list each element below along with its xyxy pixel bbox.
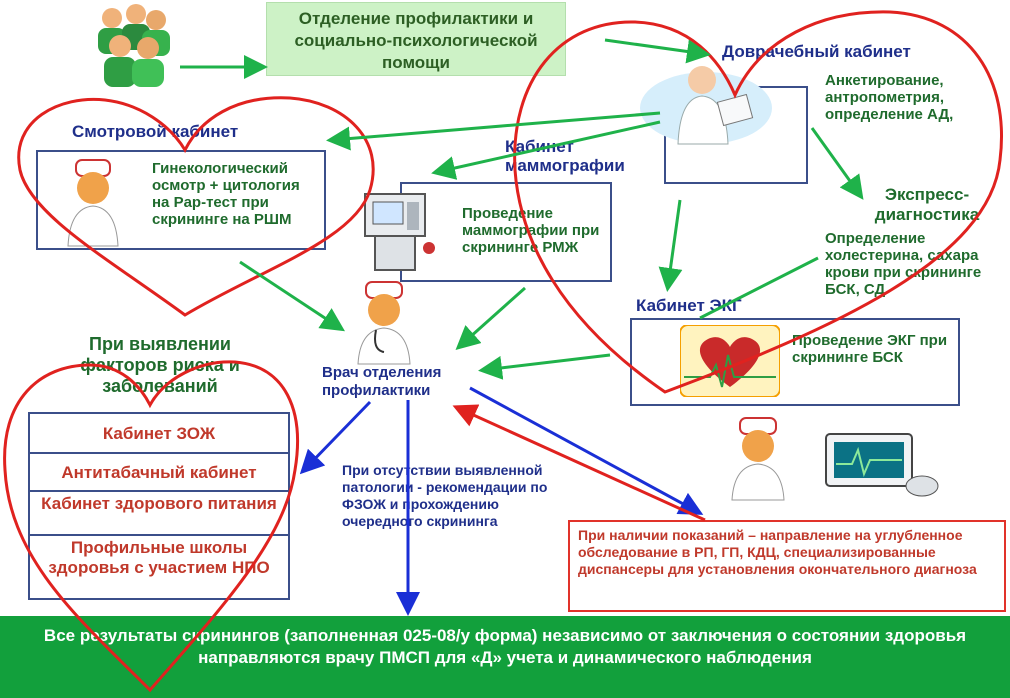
mammography-machine-icon xyxy=(355,188,445,278)
ecg-monitor-icon xyxy=(822,424,942,502)
heart-outline-center xyxy=(513,10,1003,394)
doctor-label: Врач отделения профилактики xyxy=(322,364,442,399)
heart-outline-smotrovoy xyxy=(17,96,375,317)
mammography-title: Кабинет маммографии xyxy=(505,137,625,175)
mammography-box xyxy=(400,182,612,282)
express-title: Экспресс-диагностика xyxy=(874,185,980,224)
bottom-summary-bar: Все результаты скринингов (заполненная 0… xyxy=(0,616,1010,698)
heart-outline-risk xyxy=(3,360,299,693)
risk-cabinets-box: Кабинет ЗОЖ Антитабачный кабинет Кабинет… xyxy=(28,412,290,600)
dovrachebny-desc: Анкетирование, антропометрия, определени… xyxy=(825,72,954,123)
department-header: Отделение профилактики и социально-психо… xyxy=(266,2,566,76)
smotrovoy-desc: Гинекологический осмотр + цитология на P… xyxy=(152,160,300,228)
referral-box: При наличии показаний – направление на у… xyxy=(568,520,1006,612)
mammography-desc: Проведение маммографии при скрининге РМЖ xyxy=(462,205,600,256)
doctor-icon xyxy=(350,280,420,365)
nurse-icon xyxy=(58,158,128,248)
risk-cabinet-zoj: Кабинет ЗОЖ xyxy=(30,414,288,454)
ekg-desc: Проведение ЭКГ при скрининге БСК xyxy=(792,332,948,366)
no-pathology-text: При отсутствии выявленной патологии - ре… xyxy=(342,462,548,529)
risk-cabinet-nutrition: Кабинет здорового питания xyxy=(30,492,288,536)
smotrovoy-title: Смотровой кабинет xyxy=(72,122,239,141)
people-group-icon xyxy=(92,2,174,90)
express-desc: Определение холестерина, сахара крови пр… xyxy=(825,230,982,298)
dovrachebny-title: Доврачебный кабинет xyxy=(722,42,911,61)
doctor-icon xyxy=(724,416,794,501)
risk-cabinet-antitobacco: Антитабачный кабинет xyxy=(30,454,288,492)
risk-cabinet-schools: Профильные школы здоровья с участием НПО xyxy=(48,538,270,577)
